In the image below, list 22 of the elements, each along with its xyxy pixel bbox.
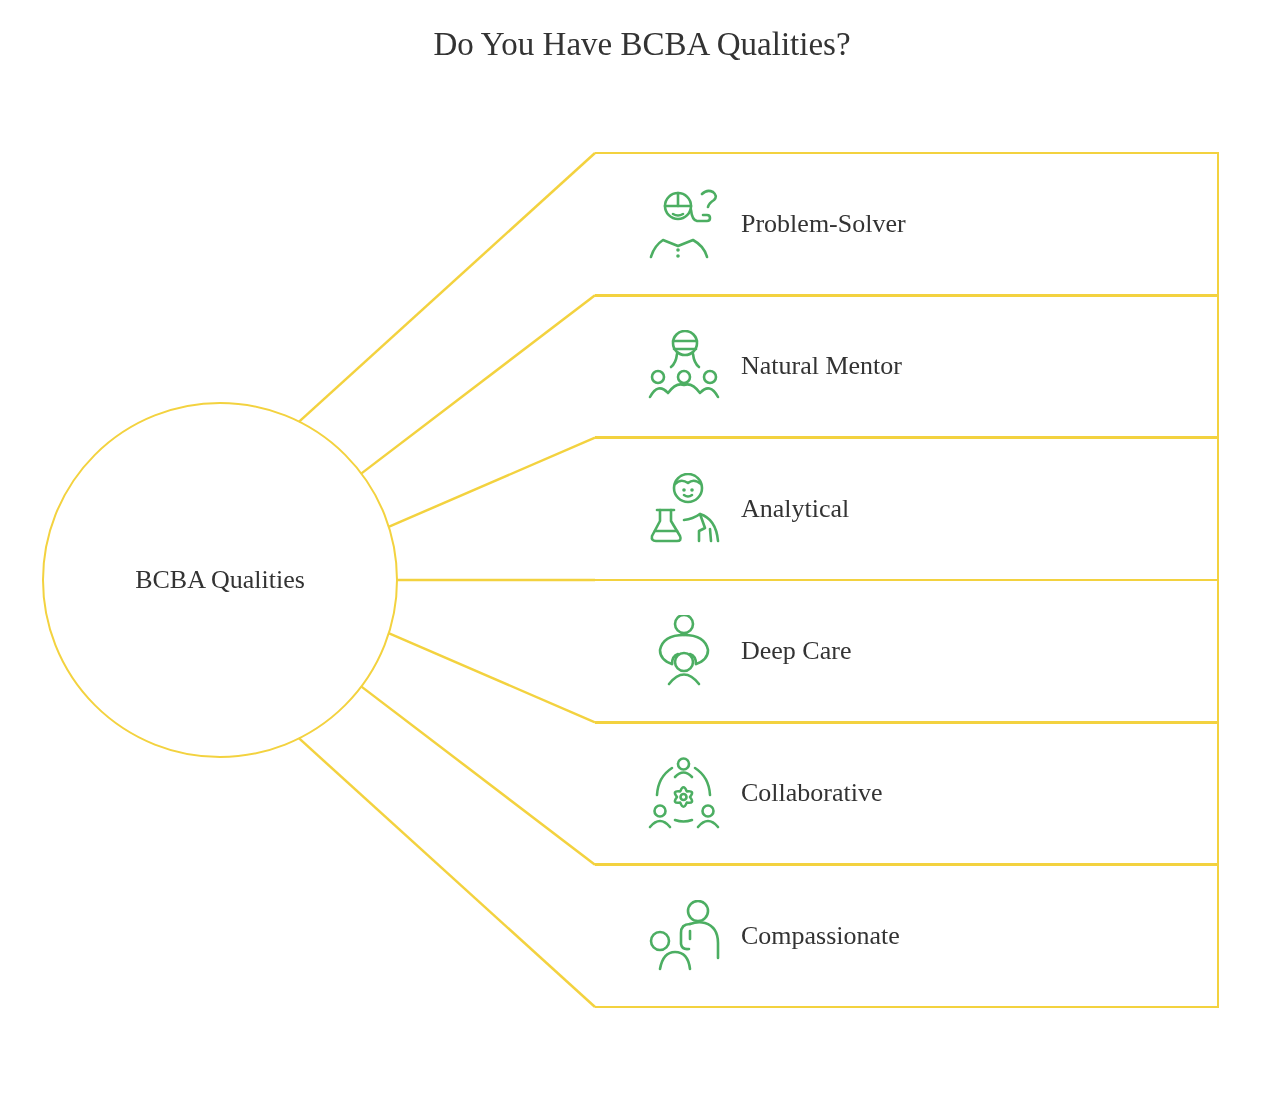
- diagram-title: Do You Have BCBA Qualities?: [433, 25, 851, 64]
- connector-line: [298, 152, 596, 423]
- connector-line: [396, 578, 595, 582]
- quality-label: Compassionate: [741, 919, 900, 952]
- quality-row: [595, 721, 1219, 866]
- quality-label: Collaborative: [741, 777, 883, 810]
- quality-label: Natural Mentor: [741, 350, 902, 383]
- quality-label: Problem-Solver: [741, 208, 906, 241]
- connector-line: [388, 632, 596, 724]
- quality-row: [595, 294, 1219, 439]
- quality-label: Analytical: [741, 492, 850, 525]
- connector-line: [360, 685, 596, 866]
- quality-row: [595, 578, 1219, 724]
- quality-label: Deep Care: [741, 635, 852, 668]
- center-label: BCBA Qualities: [135, 564, 305, 596]
- connector-line: [360, 294, 596, 475]
- connector-line: [298, 737, 596, 1008]
- connector-line: [388, 436, 596, 528]
- quality-row: [595, 863, 1219, 1009]
- center-circle: [42, 402, 398, 758]
- quality-row: [595, 151, 1219, 297]
- quality-row: [595, 436, 1219, 582]
